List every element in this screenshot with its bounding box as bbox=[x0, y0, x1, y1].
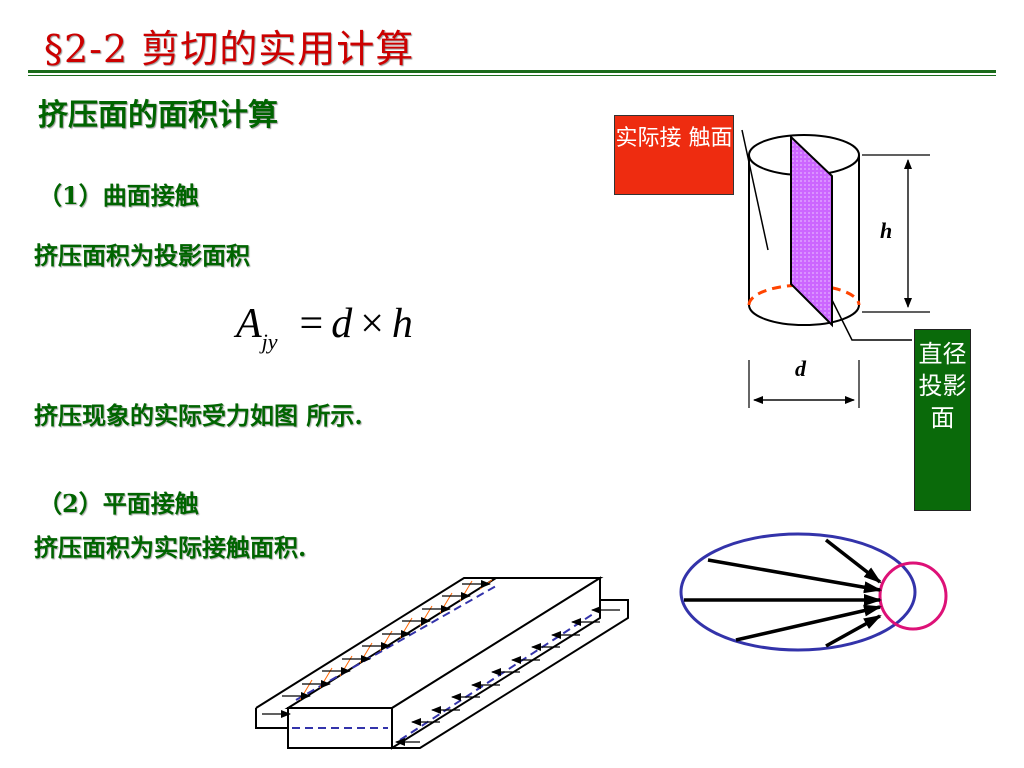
formula-subscript: jy bbox=[261, 329, 278, 354]
phenomenon-text: 挤压现象的实际受力如图 所示. bbox=[34, 401, 363, 430]
bearing-force-figure bbox=[679, 532, 948, 652]
formula-times: × bbox=[360, 301, 384, 347]
dimension-h-label: h bbox=[880, 218, 893, 243]
flat-contact-label: （2）平面接触 bbox=[38, 489, 199, 518]
flat-plate-figure bbox=[255, 576, 629, 750]
title-rule-thin bbox=[28, 75, 996, 76]
flat-contact-text: 挤压面积为实际接触面积. bbox=[34, 533, 307, 562]
actual-contact-label: 实际接 触面 bbox=[614, 115, 734, 195]
area-formula: Ajy =d×h bbox=[236, 300, 413, 354]
curved-contact-text: 挤压面积为投影面积 bbox=[34, 241, 250, 270]
formula-equals: = bbox=[299, 301, 324, 347]
formula-d: d bbox=[331, 301, 353, 347]
diameter-projection-label: 直径投影面 bbox=[914, 329, 971, 511]
curved-contact-label: （1）曲面接触 bbox=[38, 181, 199, 210]
title-rule-thick bbox=[28, 70, 996, 73]
slide-title: §2-2 剪切的实用计算 bbox=[44, 27, 415, 71]
dimension-d-label: d bbox=[795, 356, 806, 381]
section-heading: 挤压面的面积计算 bbox=[38, 98, 278, 133]
formula-h: h bbox=[391, 301, 413, 347]
formula-A: A bbox=[236, 301, 262, 347]
cylinder-figure bbox=[741, 129, 930, 408]
